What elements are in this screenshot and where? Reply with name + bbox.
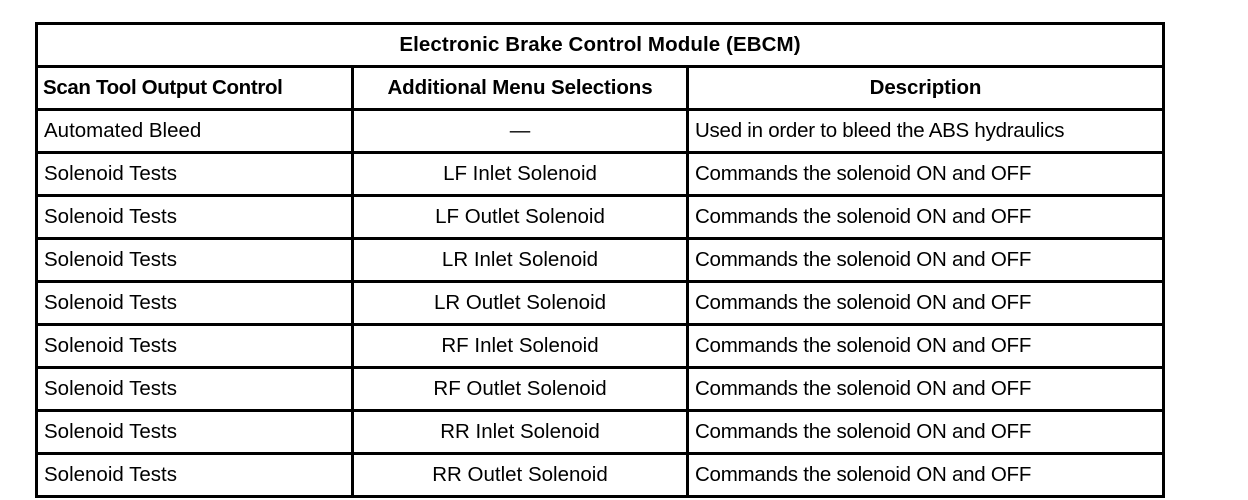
cell-menu-selection: RR Inlet Solenoid xyxy=(351,409,689,455)
cell-description: Commands the solenoid ON and OFF xyxy=(685,323,1166,369)
cell-output-control: Solenoid Tests xyxy=(35,194,354,240)
cell-description: Used in order to bleed the ABS hydraulic… xyxy=(685,108,1166,154)
cell-output-control: Solenoid Tests xyxy=(35,409,354,455)
cell-description: Commands the solenoid ON and OFF xyxy=(685,151,1166,197)
table-body: Automated Bleed—Used in order to bleed t… xyxy=(35,108,1166,498)
column-header-description: Description xyxy=(685,65,1166,111)
cell-menu-selection-empty-dash: — xyxy=(351,108,689,154)
cell-output-control: Solenoid Tests xyxy=(35,280,354,326)
cell-description: Commands the solenoid ON and OFF xyxy=(685,237,1166,283)
column-header-additional-menu-selections: Additional Menu Selections xyxy=(351,65,689,111)
cell-output-control: Solenoid Tests xyxy=(35,452,354,498)
cell-menu-selection: LR Outlet Solenoid xyxy=(351,280,689,326)
ebcm-output-control-table: Electronic Brake Control Module (EBCM) S… xyxy=(34,22,1166,498)
cell-description: Commands the solenoid ON and OFF xyxy=(685,194,1166,240)
table-header: Electronic Brake Control Module (EBCM) S… xyxy=(34,22,1166,111)
table-title: Electronic Brake Control Module (EBCM) xyxy=(34,22,1166,68)
cell-menu-selection: RF Outlet Solenoid xyxy=(351,366,689,412)
cell-description: Commands the solenoid ON and OFF xyxy=(685,409,1166,455)
cell-output-control: Solenoid Tests xyxy=(35,323,354,369)
cell-menu-selection: LF Inlet Solenoid xyxy=(351,151,689,197)
cell-menu-selection: RR Outlet Solenoid xyxy=(351,452,689,498)
cell-output-control: Solenoid Tests xyxy=(35,237,354,283)
cell-menu-selection: LR Inlet Solenoid xyxy=(351,237,689,283)
table-title-row: Electronic Brake Control Module (EBCM) xyxy=(34,22,1166,68)
column-header-scan-tool-output-control: Scan Tool Output Control xyxy=(35,65,354,111)
ebcm-table-container: Electronic Brake Control Module (EBCM) S… xyxy=(34,22,1166,498)
cell-output-control: Solenoid Tests xyxy=(35,151,354,197)
cell-output-control: Solenoid Tests xyxy=(35,366,354,412)
cell-description: Commands the solenoid ON and OFF xyxy=(685,366,1166,412)
table-column-header-row: Scan Tool Output Control Additional Menu… xyxy=(35,65,1166,111)
cell-menu-selection: RF Inlet Solenoid xyxy=(351,323,689,369)
cell-description: Commands the solenoid ON and OFF xyxy=(685,452,1166,498)
cell-output-control: Automated Bleed xyxy=(35,108,354,154)
table-row: Automated Bleed—Used in order to bleed t… xyxy=(35,108,1166,154)
cell-description: Commands the solenoid ON and OFF xyxy=(685,280,1166,326)
cell-menu-selection: LF Outlet Solenoid xyxy=(351,194,689,240)
